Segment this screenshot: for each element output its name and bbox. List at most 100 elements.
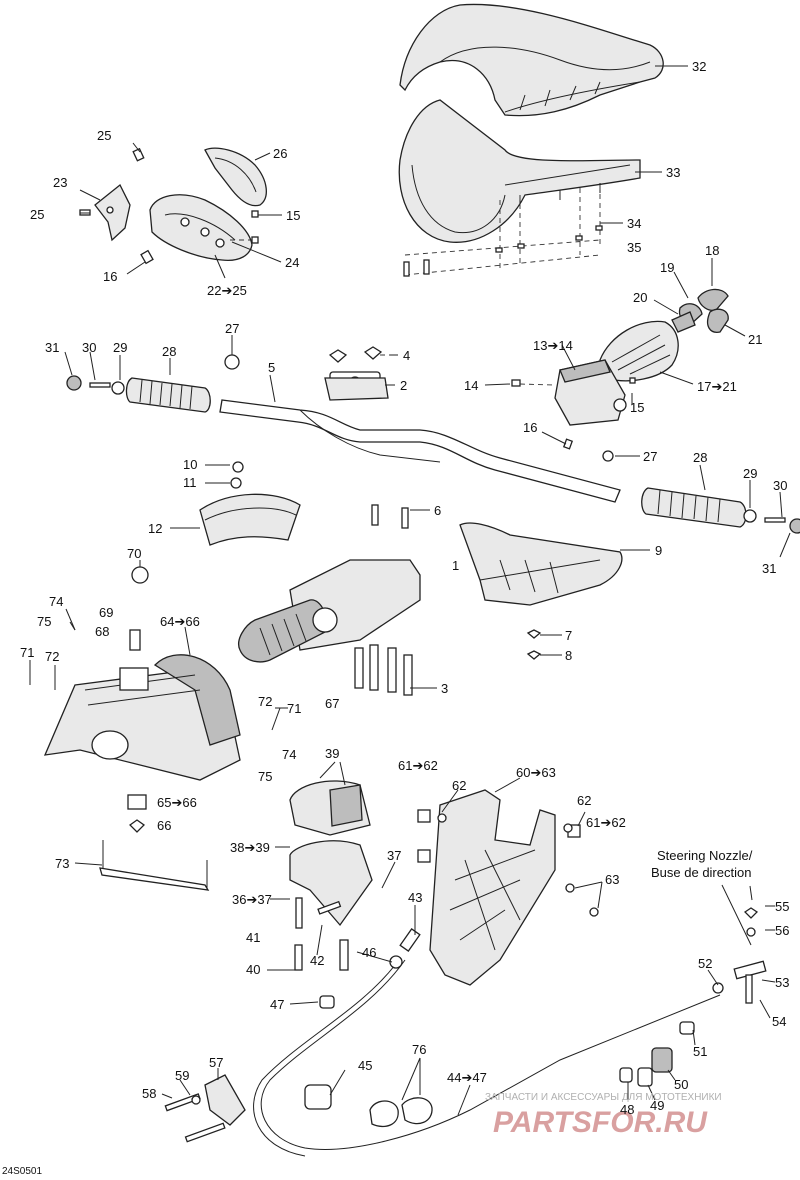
callout-label: 65➔66 (157, 795, 197, 810)
watermark-tagline: ЗАПЧАСТИ И АКСЕССУАРЫ ДЛЯ МОТОТЕХНИКИ (485, 1092, 722, 1103)
callout-label: 16 (103, 269, 117, 284)
callout-label: 30 (773, 478, 787, 493)
callout-label: 31 (45, 340, 59, 355)
callout-label: 72 (258, 694, 272, 709)
callout-label: 13➔14 (533, 338, 573, 353)
callout-label: 57 (209, 1055, 223, 1070)
callout-label: 75 (258, 769, 272, 784)
callout-label: 35 (627, 240, 641, 255)
callout-label: 16 (523, 420, 537, 435)
callout-label: 28 (162, 344, 176, 359)
callout-label: 50 (674, 1077, 688, 1092)
callout-label: 27 (643, 449, 657, 464)
callout-label: 54 (772, 1014, 786, 1029)
callout-label: 70 (127, 546, 141, 561)
callout-label: 19 (660, 260, 674, 275)
callout-label: 41 (246, 930, 260, 945)
callout-label: 37 (387, 848, 401, 863)
callout-label: 27 (225, 321, 239, 336)
callout-label: 21 (748, 332, 762, 347)
callout-label: 48 (620, 1102, 634, 1117)
callout-label: 42 (310, 953, 324, 968)
callout-label: 14 (464, 378, 478, 393)
bracket-part-23 (94, 183, 131, 242)
lower-cover-part-33 (398, 99, 641, 243)
callout-label: 71 (20, 645, 34, 660)
callout-label: 1 (452, 558, 459, 573)
callout-label: 76 (412, 1042, 426, 1057)
steering-cable-part-44 (253, 928, 721, 1157)
clamp-part-57-59 (164, 1074, 246, 1143)
callout-label: 12 (148, 521, 162, 536)
callout-label: 31 (762, 561, 776, 576)
callout-label: 71 (287, 701, 301, 716)
switch-housing-part-17 (599, 320, 679, 382)
callout-label: 10 (183, 457, 197, 472)
callout-label: 20 (633, 290, 647, 305)
bushings-part-48-51 (619, 1021, 695, 1087)
callout-label: 38➔39 (230, 840, 270, 855)
callout-label: 26 (273, 146, 287, 161)
instrument-housing-part-22 (149, 194, 253, 261)
switch-block-part-13 (511, 359, 636, 450)
callout-label: 4 (403, 348, 410, 363)
callout-label: 64➔66 (160, 614, 200, 629)
callout-label: 45 (358, 1058, 372, 1073)
callout-label: 33 (666, 165, 680, 180)
callout-label: 7 (565, 628, 572, 643)
callout-label: 51 (693, 1044, 707, 1059)
callout-label: 56 (775, 923, 789, 938)
callout-label: 53 (775, 975, 789, 990)
callout-label: 73 (55, 856, 69, 871)
callout-label: 44➔47 (447, 1070, 487, 1085)
callout-label: 59 (175, 1068, 189, 1083)
callout-label: 40 (246, 962, 260, 977)
callout-label: 74 (282, 747, 296, 762)
leader-lines (29, 65, 791, 1116)
callout-label: 3 (441, 681, 448, 696)
callout-label: 9 (655, 543, 662, 558)
callout-label: 15 (286, 208, 300, 223)
callout-label: 15 (630, 400, 644, 415)
column-cover-part-9 (459, 522, 623, 606)
callout-label: 68 (95, 624, 109, 639)
callout-label: 18 (705, 243, 719, 258)
base-assembly-part-64 (43, 566, 241, 833)
bolts-part-3-6 (354, 504, 542, 696)
callout-label: 63 (605, 872, 619, 887)
callout-label: 25 (30, 207, 44, 222)
callout-label: 17➔21 (697, 379, 737, 394)
callout-label: 52 (698, 956, 712, 971)
callout-label: 47 (270, 997, 284, 1012)
callout-label: 23 (53, 175, 67, 190)
diagram-id: 24S0501 (2, 1166, 42, 1177)
callout-label: 39 (325, 746, 339, 761)
support-part-36-39 (289, 780, 373, 971)
callout-label: 62 (577, 793, 591, 808)
nozzle-note-line1: Steering Nozzle/ (657, 848, 753, 863)
callout-label: 43 (408, 890, 422, 905)
callout-label: 60➔63 (516, 765, 556, 780)
callout-label: 25 (97, 128, 111, 143)
nozzle-note-line2: Buse de direction (651, 865, 751, 880)
cover-screws-34-35 (403, 185, 603, 277)
callout-label: 62 (452, 778, 466, 793)
callout-label: 28 (693, 450, 707, 465)
upper-cover-part-32 (399, 3, 664, 117)
callout-label: 61➔62 (586, 815, 626, 830)
callout-label: 66 (157, 818, 171, 833)
callout-label: 29 (743, 466, 757, 481)
rod-part-73 (99, 840, 210, 891)
buttons-part-18-21 (671, 288, 729, 333)
callout-label: 67 (325, 696, 339, 711)
lever-part-60 (417, 789, 599, 986)
callout-label: 30 (82, 340, 96, 355)
boots-part-76 (369, 1097, 433, 1128)
callout-label: 61➔62 (398, 758, 438, 773)
grip-left-part-28 (66, 354, 240, 413)
callout-label: 58 (142, 1086, 156, 1101)
grip-right-part-28 (602, 450, 800, 534)
callout-label: 55 (775, 899, 789, 914)
column-cover-part-12 (199, 461, 301, 546)
callout-label: 29 (113, 340, 127, 355)
